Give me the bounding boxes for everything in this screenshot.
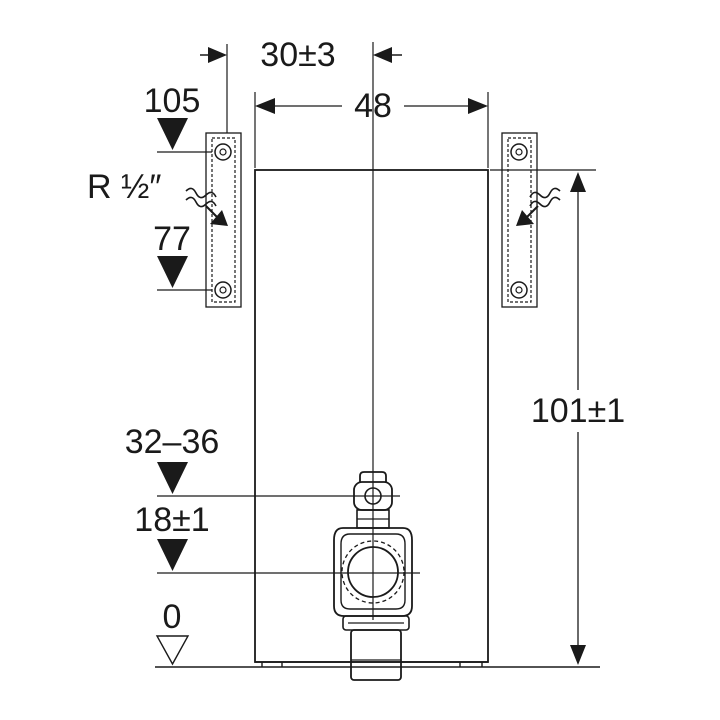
right-top-screw-icon [510, 143, 528, 161]
level-105-marker [157, 118, 212, 153]
level-77-marker [157, 256, 212, 291]
level-32-36-marker [157, 462, 400, 497]
level-18-label: 18±1 [134, 501, 209, 539]
level-77-label: 77 [153, 220, 191, 258]
level-32-36-label: 32–36 [125, 423, 220, 461]
left-bracket [205, 132, 242, 308]
right-bottom-screw-icon [510, 281, 528, 299]
width-label: 48 [354, 87, 392, 125]
width-dimension [254, 92, 489, 168]
level-0-label: 0 [163, 598, 182, 636]
level-0-marker [155, 635, 190, 666]
left-water-supply-icon [185, 187, 228, 226]
height-label: 101±1 [531, 392, 625, 430]
level-105-label: 105 [144, 82, 201, 120]
drain-fitting [333, 471, 413, 681]
left-bottom-screw-icon [214, 281, 232, 299]
right-bracket [501, 132, 538, 308]
right-water-supply-icon [516, 187, 561, 226]
top-offset-dimension [200, 44, 402, 133]
panel-body [254, 169, 489, 667]
top-offset-label: 30±3 [260, 36, 335, 74]
left-top-screw-icon [214, 143, 232, 161]
level-18-marker [157, 539, 420, 574]
height-dimension [490, 169, 596, 665]
thread-size-label: R ½″ [87, 168, 161, 206]
